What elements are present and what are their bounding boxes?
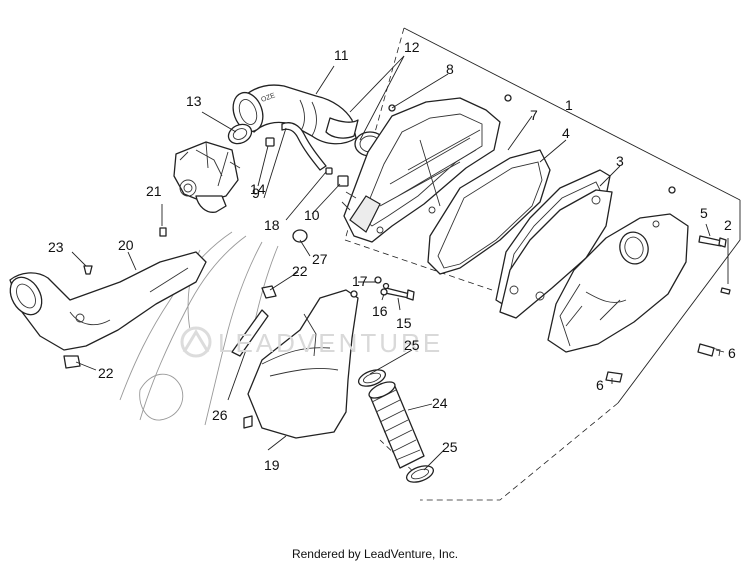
bolt-15 bbox=[384, 287, 415, 301]
callout-1: 1 bbox=[565, 97, 573, 113]
intake-duct: OZE bbox=[232, 84, 359, 145]
callout-14: 14 bbox=[250, 181, 266, 197]
lower-shroud bbox=[243, 289, 359, 439]
inlet-duct bbox=[9, 251, 207, 351]
callout-10: 10 bbox=[304, 207, 320, 223]
leader-lines bbox=[71, 55, 729, 471]
screw-2 bbox=[720, 287, 731, 295]
callout-25a: 25 bbox=[404, 337, 420, 353]
nut-10 bbox=[337, 175, 349, 187]
callout-26: 26 bbox=[212, 407, 228, 423]
screw-23 bbox=[83, 265, 93, 275]
callout-6a: 6 bbox=[728, 345, 736, 361]
callout-7: 7 bbox=[530, 107, 538, 123]
callout-27: 27 bbox=[312, 251, 328, 267]
callout-22a: 22 bbox=[292, 263, 308, 279]
throttle-body bbox=[173, 141, 241, 213]
washer-17 bbox=[374, 276, 382, 284]
callout-8: 8 bbox=[446, 61, 454, 77]
callout-13: 13 bbox=[186, 93, 202, 109]
breather-hose bbox=[281, 122, 327, 171]
callout-17: 17 bbox=[352, 273, 368, 289]
hose-clamp-25b bbox=[405, 465, 435, 483]
watermark-text: LEADVENTURE bbox=[218, 328, 443, 358]
callout-24: 24 bbox=[432, 395, 448, 411]
callout-5: 5 bbox=[700, 205, 708, 221]
clip-22a bbox=[63, 355, 81, 369]
callout-15: 15 bbox=[396, 315, 412, 331]
gasket-7 bbox=[427, 149, 551, 275]
callout-21: 21 bbox=[146, 183, 162, 199]
callout-3: 3 bbox=[616, 153, 624, 169]
callout-20: 20 bbox=[118, 237, 134, 253]
callout-23: 23 bbox=[48, 239, 64, 255]
air-box-cover bbox=[547, 186, 689, 353]
clip-18 bbox=[325, 167, 333, 175]
callout-6b: 6 bbox=[596, 377, 604, 393]
screw-6b bbox=[605, 371, 623, 383]
screw-6a bbox=[697, 343, 721, 357]
air-box-case bbox=[341, 94, 512, 243]
clip-14 bbox=[265, 137, 275, 147]
callout-4: 4 bbox=[562, 125, 570, 141]
hose-clamp-25a bbox=[357, 369, 387, 387]
bellows-hose bbox=[368, 381, 425, 469]
seal-strip-26 bbox=[231, 309, 269, 357]
clip-22b bbox=[261, 285, 277, 299]
watermark: LEADVENTURE bbox=[180, 326, 443, 358]
bolt-21 bbox=[159, 227, 167, 237]
filter-frame bbox=[499, 189, 613, 319]
callout-2: 2 bbox=[724, 217, 732, 233]
screw-5 bbox=[698, 235, 727, 248]
grommet-27 bbox=[292, 229, 308, 243]
callout-11: 11 bbox=[334, 47, 349, 63]
callout-25b: 25 bbox=[442, 439, 458, 455]
callout-22b: 22 bbox=[98, 365, 114, 381]
clamp-13 bbox=[227, 123, 253, 145]
callout-labels: 1 2 3 4 5 6 6 7 8 9 10 11 12 13 14 15 16… bbox=[48, 39, 736, 473]
callout-19: 19 bbox=[264, 457, 280, 473]
footer-credit: Rendered by LeadVenture, Inc. bbox=[292, 547, 458, 561]
callout-16: 16 bbox=[372, 303, 388, 319]
washer-17b bbox=[382, 282, 390, 290]
svg-text:OZE: OZE bbox=[260, 92, 276, 104]
callout-18: 18 bbox=[264, 217, 280, 233]
callout-9: 9 bbox=[252, 185, 260, 201]
callout-12: 12 bbox=[404, 39, 420, 55]
